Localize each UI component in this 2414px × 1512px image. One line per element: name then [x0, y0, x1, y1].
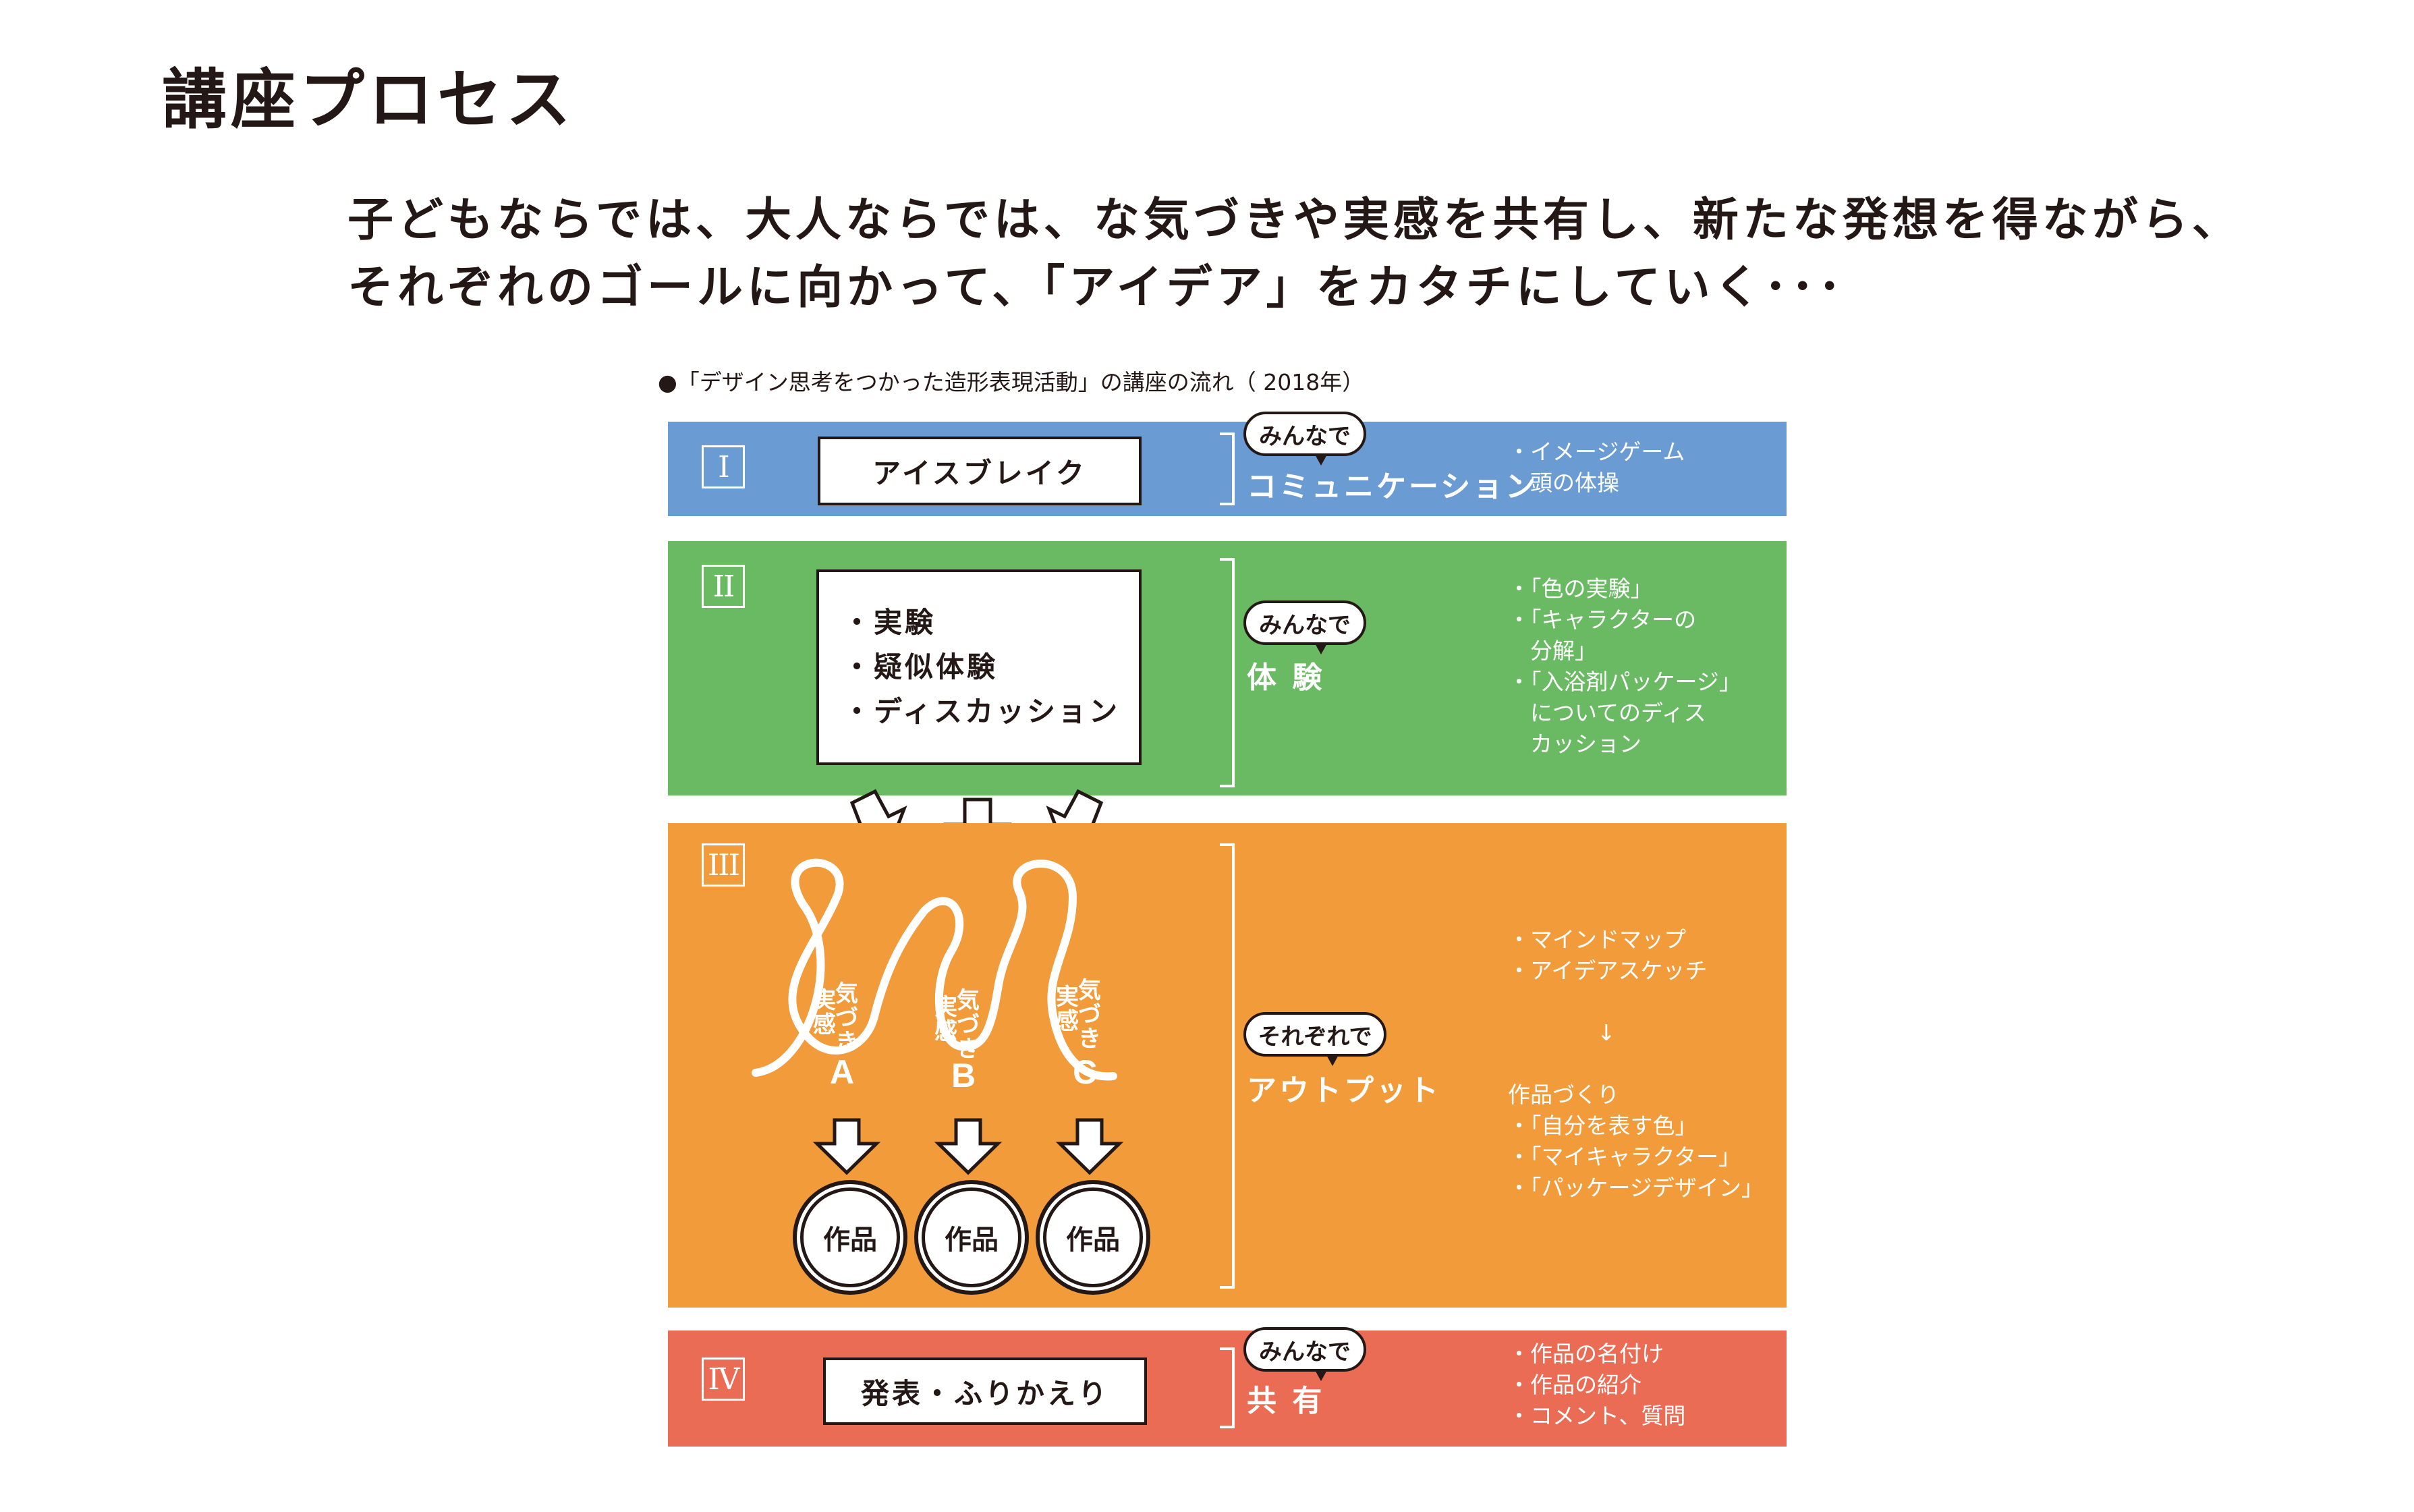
phase-2-numeral: II — [702, 565, 745, 608]
phase-1-category: コミュニケーション — [1247, 470, 1538, 504]
work-a-circle: 作品 — [797, 1184, 903, 1291]
arrow-to-work-c-icon — [1055, 1118, 1124, 1175]
diagram-caption: ●「デザイン思考をつかった造形表現活動」の講座の流れ（ 2018年） — [658, 369, 1365, 395]
phase-3-bracket — [1220, 843, 1235, 1289]
phase-4-box: 発表・ふりかえり — [823, 1357, 1147, 1425]
loop-a-label-kizuki: 気 づ き — [835, 980, 858, 1056]
phase-4-category: 共 有 — [1247, 1384, 1325, 1418]
loop-a-label-jikkan: 実 感 — [813, 987, 836, 1038]
phase-1-band: I アイスブレイク みんなで コミュニケーション ・イメージゲーム ・頭の体操 — [668, 412, 1787, 516]
phase-1-numeral: I — [702, 445, 745, 488]
phase-3-band: III 気 づ き 実 感 A 気 づ き 実 感 B 気 づ き 実 感 C … — [668, 823, 1787, 1308]
phase-1-box: アイスブレイク — [818, 437, 1142, 505]
phase-2-item-3: ・ディスカッション — [843, 695, 1121, 728]
phase-4-bracket — [1220, 1347, 1235, 1428]
idea-loops-graphic — [752, 858, 1117, 1081]
idea-loop-line — [752, 858, 1117, 1081]
phase-2-notes: ・「色の実験」 ・「キャラクターの 分解」 ・「入浴剤パッケージ」 についてのデ… — [1508, 576, 1741, 757]
phase-2-item-2: ・疑似体験 — [843, 650, 999, 683]
loop-b-label-kizuki: 気 づ き — [957, 987, 980, 1063]
work-b-circle: 作品 — [918, 1184, 1025, 1291]
loop-b-label-jikkan: 実 感 — [934, 994, 957, 1045]
phase-3-bubble: それぞれで — [1243, 1012, 1386, 1066]
phase-2-bracket — [1220, 558, 1235, 787]
phase-1-bracket — [1220, 432, 1235, 505]
loop-b-letter: B — [951, 1057, 976, 1094]
phase-2-bubble: みんなで — [1243, 600, 1366, 654]
loop-c-label-jikkan: 実 感 — [1056, 984, 1079, 1035]
phase-1-notes: ・イメージゲーム ・頭の体操 — [1508, 439, 1685, 496]
phase-3-category: アウトプット — [1247, 1073, 1441, 1108]
lead-line-2: それぞれのゴールに向かって、「アイデア」をカタチにしていく･･･ — [347, 261, 1845, 314]
phase-3-numeral: III — [702, 843, 745, 887]
phase-4-notes: ・作品の名付け ・作品の紹介 ・コメント、質問 — [1508, 1341, 1686, 1429]
phase-4-bubble: みんなで — [1243, 1327, 1366, 1381]
phase-1-bubble: みんなで — [1243, 412, 1366, 466]
arrow-to-work-a-icon — [812, 1118, 881, 1175]
phase-2-item-1: ・実験 — [843, 606, 936, 639]
loop-c-letter: C — [1073, 1053, 1098, 1091]
phase-3-notes: ・マインドマップ ・アイデアスケッチ ↓ 作品づくり ・「自分を表す色」 ・「マ… — [1508, 926, 1764, 1201]
loop-a-letter: A — [830, 1053, 855, 1091]
page-title: 講座プロセス — [162, 62, 575, 138]
phase-4-band: IV 発表・ふりかえり みんなで 共 有 ・作品の名付け ・作品の紹介 ・コメン… — [668, 1327, 1787, 1447]
work-c-circle: 作品 — [1040, 1184, 1146, 1291]
phase-4-numeral: IV — [702, 1357, 745, 1401]
arrow-to-work-b-icon — [934, 1118, 1003, 1175]
loop-c-label-kizuki: 気 づ き — [1078, 977, 1101, 1053]
phase-2-band: II ・実験 ・疑似体験 ・ディスカッション みんなで 体 験 ・「色の実験」 … — [668, 541, 1787, 795]
lead-line-1: 子どもならでは、大人ならでは、な気づきや実感を共有し、新たな発想を得ながら、 — [347, 194, 2242, 247]
work-arrows-layer — [812, 1118, 1124, 1175]
phase-2-category: 体 験 — [1247, 661, 1325, 695]
phase-2-box: ・実験 ・疑似体験 ・ディスカッション — [816, 569, 1142, 765]
